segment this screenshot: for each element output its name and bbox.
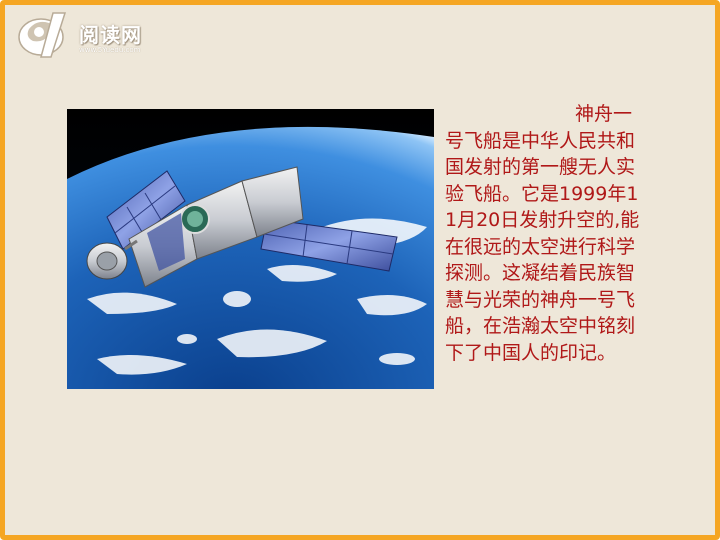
site-logo: 阅读网 www.5Yuedu.com (5, 5, 175, 67)
logo-text: 阅读网 (79, 23, 142, 47)
stylized-91-logo-icon (18, 12, 67, 58)
spacecraft-orbit-photo (67, 109, 434, 389)
caption-text: 神舟一号飞船是中华人民共和国发射的第一艘无人实验飞船。它是1999年11月20日… (445, 103, 640, 364)
logo-url: www.5Yuedu.com (79, 46, 141, 54)
